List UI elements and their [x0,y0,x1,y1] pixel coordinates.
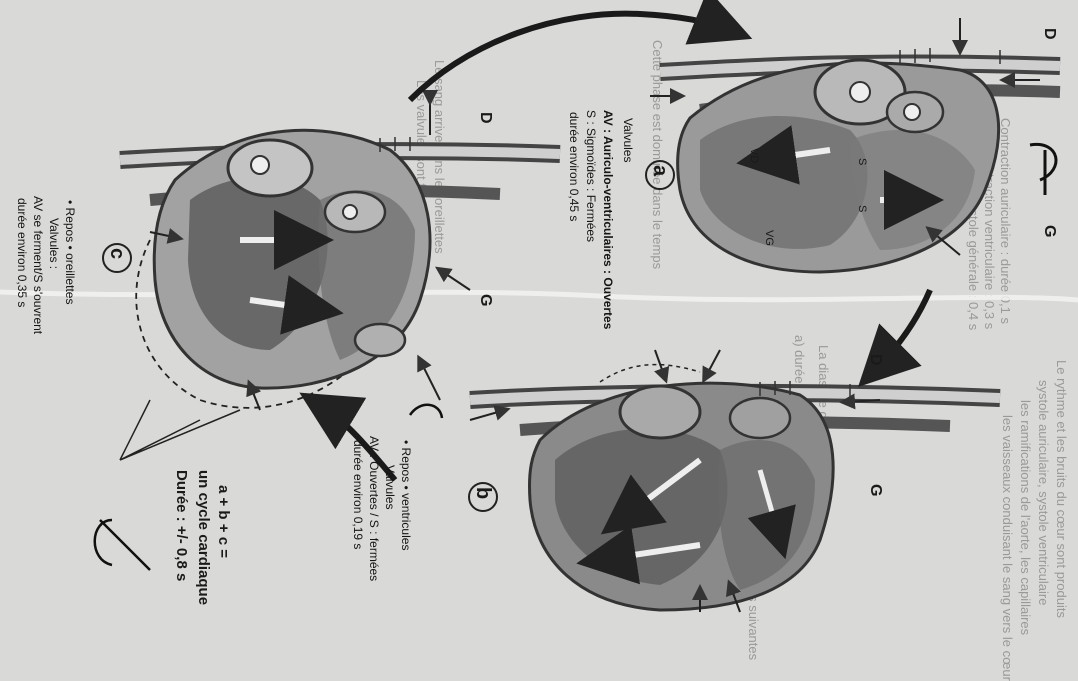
caption-b-line3: AV : Ouvertes / S : fermées [366,436,380,581]
diagram-label-a: a [648,165,671,176]
caption-c-line4: durée environ 0,35 s [14,198,28,307]
diagram-label-b: b [471,487,494,499]
caption-a-line1: AV : Auriculo-ventriculaires : Ouvertes [600,110,614,329]
side-label-d-c: D [476,112,494,124]
caption-a-line3: durée environ 0,45 s [566,112,580,221]
caption-b-line1: • Repos • ventricules [398,440,412,550]
caption-b-line4: durée environ 0,19 s [350,440,364,549]
cycle-arrow-c-to-a [410,14,730,100]
caption-a-title: Valvules [620,118,634,162]
side-label-g-b: G [866,484,884,497]
side-label-d-b: D [866,354,884,366]
chamber-label-s: S [855,158,868,165]
side-label-g-a: G [1040,225,1058,238]
handwritten-mark-2 [95,520,150,570]
chamber-label-vd: VD [747,148,760,163]
caption-c-line1: • Repos • oreillettes [62,200,76,304]
side-label-g-c: G [476,294,494,307]
caption-a-line2: S : Sigmoïdes : Fermées [583,110,597,242]
heart-cycle-artwork [0,0,1078,613]
cycle-text: un cycle cardiaque [195,470,212,605]
handwritten-mark-1 [1030,144,1056,195]
chamber-label-vg: VG [762,230,775,246]
heart-diagram-b [470,350,1000,612]
handwritten-mark-3 [410,405,442,418]
heart-diagram-a [650,18,1060,272]
caption-c-line3: AV se ferment/S s'ouvrent [30,196,44,334]
cycle-duration: Durée : +/- 0,8 s [173,470,190,581]
page-scan: Contraction auriculaire : durée 0,1 s Co… [0,0,1078,613]
side-label-d-a: D [1040,28,1058,40]
cycle-formula: a + b + c = [215,485,232,558]
diagram-label-c: c [105,248,128,259]
chamber-label-s: S [855,205,868,212]
caption-b-line2: Valvules [382,465,396,509]
caption-c-line2: Valvules : [46,218,60,269]
